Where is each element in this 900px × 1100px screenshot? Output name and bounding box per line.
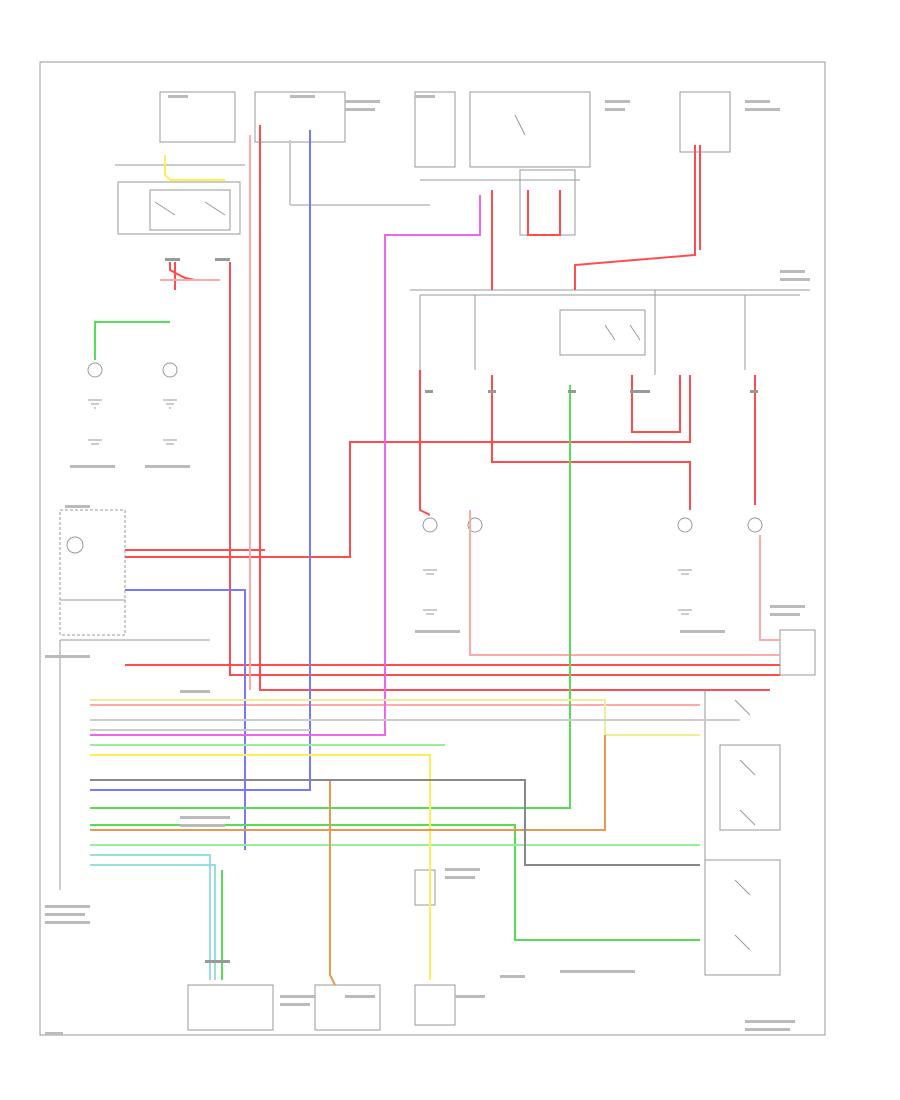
wire-network: [90, 125, 780, 986]
yellow-wire-c: [90, 699, 700, 736]
rear-window-connector: [414, 869, 436, 906]
distribution-bus: [410, 289, 810, 375]
headlight-relay-box: [117, 181, 241, 235]
relay-switch-symbols: [154, 114, 756, 951]
gray-wire: [90, 779, 700, 866]
label-marks: [45, 95, 810, 1035]
red-wire-d: [574, 145, 696, 290]
light-gray-wire: [90, 140, 740, 731]
lighting-switch-module: [719, 744, 781, 831]
green-wire-b: [90, 385, 571, 809]
connector-pins: [165, 258, 758, 963]
left-components: [59, 509, 816, 1031]
right-side-lamp-icon: [747, 517, 763, 533]
red-wire-k: [491, 375, 691, 510]
red-wire-f: [229, 262, 780, 676]
green-wire-a: [94, 321, 170, 360]
pink-wire-c: [759, 535, 780, 641]
central-relay-box: [559, 309, 646, 356]
ground-symbols: [88, 399, 692, 615]
yellow-wire-b: [164, 155, 225, 181]
right-park-lamp-icon: [677, 517, 693, 533]
front-control-unit: [187, 984, 274, 1031]
combination-switch-box: [59, 509, 126, 636]
yellow-wire-a: [90, 754, 431, 980]
light-green-wire: [90, 744, 700, 846]
red-wire-h: [125, 375, 691, 558]
lamp-bulbs: [66, 362, 763, 554]
red-wire-a: [169, 262, 196, 290]
right-switch-modules: [704, 690, 781, 976]
red-wire-n: [527, 190, 561, 236]
left-side-lamp-icon: [467, 517, 483, 533]
pink-wire-b: [469, 510, 780, 656]
red-wire-m: [631, 375, 681, 433]
headlight-cleaner-box: [779, 629, 816, 676]
green-wire-c: [90, 824, 700, 941]
combination-meter: [414, 984, 456, 1026]
headlight-washer-switch: [704, 859, 781, 976]
headlight-leveling-motor: [314, 984, 381, 1031]
red-wire-b: [259, 125, 770, 691]
left-park-lamp-icon: [422, 517, 438, 533]
light-blue-wire: [90, 854, 216, 980]
diagram-frame: [39, 61, 826, 1036]
left-front-lamp-icon: [87, 362, 103, 378]
violet-wire: [90, 195, 481, 736]
right-front-lamp-icon: [162, 362, 178, 378]
blue-wire-b: [125, 589, 246, 850]
red-wire-j: [419, 370, 431, 516]
orange-wire: [90, 735, 606, 986]
top-fuse-group: [115, 91, 731, 356]
blue-wire-a: [90, 130, 311, 791]
